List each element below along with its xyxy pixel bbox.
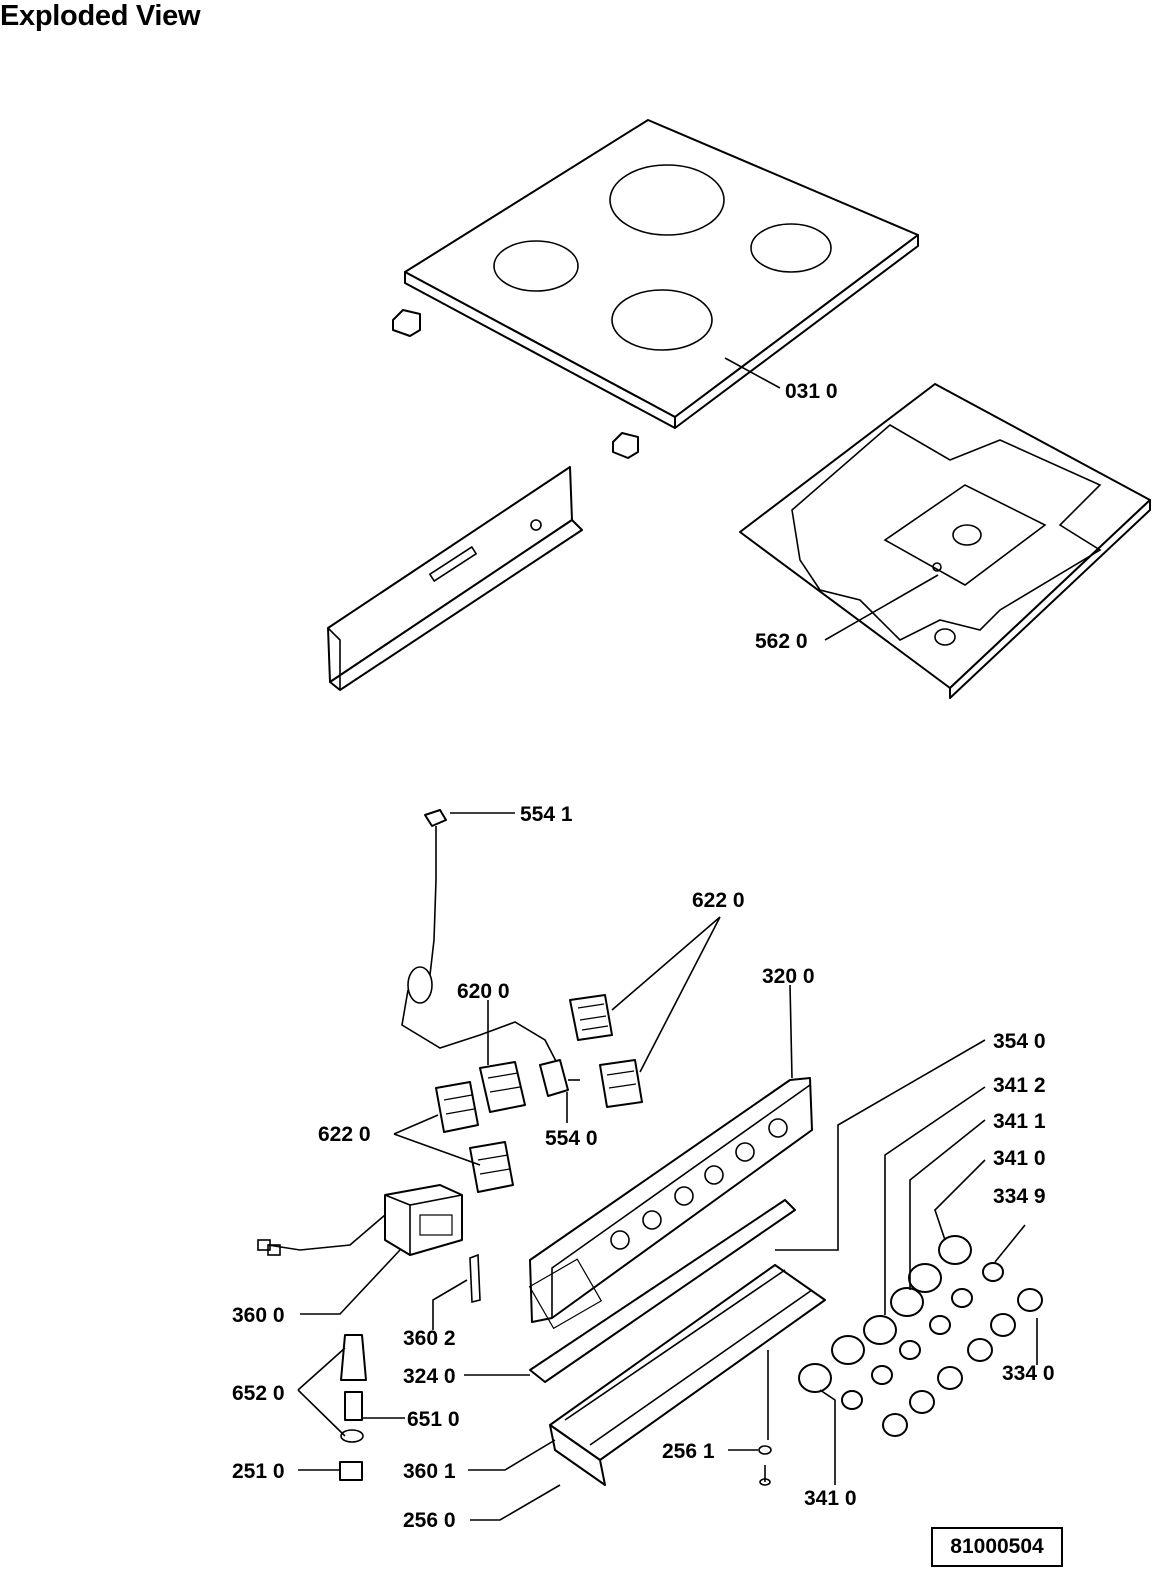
callout-341-2: 341 2	[993, 1074, 1046, 1097]
callout-360-1: 360 1	[403, 1460, 456, 1483]
hob-top-panel	[404, 119, 919, 429]
cooking-zone-large	[609, 164, 725, 236]
callout-324-0: 324 0	[403, 1365, 456, 1388]
front-trim-360-1	[549, 1264, 826, 1486]
switch-622-lower-b	[469, 1141, 514, 1193]
callout-320-0: 320 0	[762, 965, 815, 988]
callout-652-0: 652 0	[232, 1382, 285, 1405]
callout-334-0: 334 0	[1002, 1362, 1055, 1385]
callout-341-1: 341 1	[993, 1110, 1046, 1133]
callout-256-0: 256 0	[403, 1509, 456, 1532]
callout-341-0-top: 341 0	[993, 1147, 1046, 1170]
callout-031-0: 031 0	[785, 380, 838, 403]
switch-622-lower-a	[435, 1081, 479, 1133]
callout-360-0: 360 0	[232, 1304, 285, 1327]
front-rail	[327, 466, 583, 691]
switch-622-upper-a	[569, 994, 613, 1041]
screw-256-1	[758, 1445, 772, 1486]
callout-622-0-lower: 622 0	[318, 1123, 371, 1146]
fixing-clip	[392, 309, 421, 337]
thermostat-554	[539, 1059, 580, 1097]
callout-562-0: 562 0	[755, 630, 808, 653]
callout-554-0: 554 0	[545, 1127, 598, 1150]
callout-651-0: 651 0	[407, 1408, 460, 1431]
cooking-zone-right	[750, 223, 832, 273]
bracket-360-2	[469, 1253, 481, 1304]
callout-554-1: 554 1	[520, 803, 573, 826]
callout-354-0: 354 0	[993, 1030, 1046, 1053]
timer-module	[257, 1184, 463, 1256]
page-title: Exploded View	[0, 0, 201, 32]
control-panel	[528, 1077, 813, 1330]
base-tray	[739, 383, 1151, 699]
callout-341-0-bottom: 341 0	[804, 1487, 857, 1510]
callout-251-0: 251 0	[232, 1460, 285, 1483]
callout-256-1: 256 1	[662, 1440, 715, 1463]
document-number-box: 81000504	[931, 1527, 1063, 1567]
leader-lines	[297, 357, 1038, 1521]
knobs-group	[798, 1235, 1043, 1437]
callout-360-2: 360 2	[403, 1327, 456, 1350]
callout-622-0-upper: 622 0	[692, 889, 745, 912]
thermostat-capillary	[401, 809, 559, 1066]
strip-324	[529, 1199, 796, 1383]
switch-622-upper-b	[599, 1059, 643, 1108]
callout-620-0: 620 0	[457, 980, 510, 1003]
lamp-parts	[339, 1334, 367, 1481]
callout-334-9: 334 9	[993, 1185, 1046, 1208]
cooking-zone-front	[611, 289, 713, 351]
switch-620	[479, 1061, 526, 1113]
cooking-zone-left	[493, 240, 579, 292]
fixing-clip	[612, 432, 639, 459]
